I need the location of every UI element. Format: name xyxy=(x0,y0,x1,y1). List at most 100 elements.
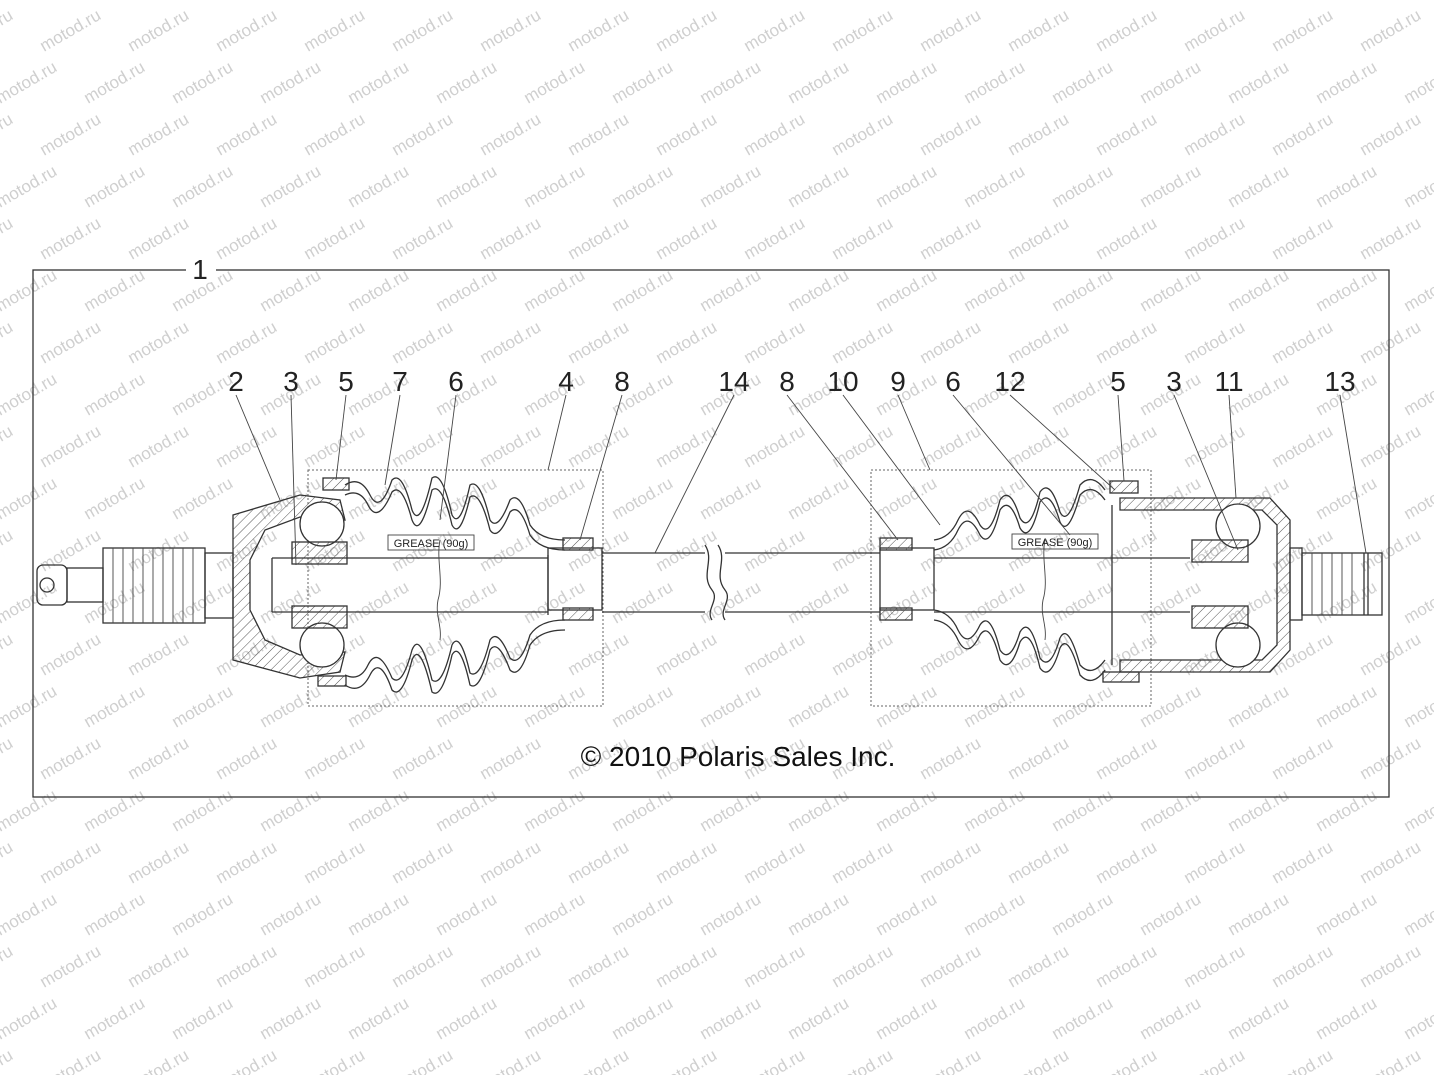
watermark-text: motod.ru xyxy=(829,5,897,55)
watermark-text: motod.ru xyxy=(785,681,853,731)
watermark-text: motod.ru xyxy=(477,5,545,55)
grease-label-box xyxy=(387,534,475,551)
watermark-text: motod.ru xyxy=(1093,941,1161,991)
watermark-text: motod.ru xyxy=(477,837,545,887)
watermark-text: motod.ru xyxy=(1005,213,1073,263)
watermark-text: motod.ru xyxy=(521,161,589,211)
watermark-text: motod.ru xyxy=(389,421,457,471)
watermark-text: motod.ru xyxy=(345,785,413,835)
watermark-text: motod.ru xyxy=(1181,317,1249,367)
boot-clamp xyxy=(317,675,347,687)
watermark-text: motod.ru xyxy=(1137,265,1205,315)
watermark-text: motod.ru xyxy=(477,1045,545,1075)
watermark-text: motod.ru xyxy=(213,5,281,55)
watermark-text: motod.ru xyxy=(1269,941,1337,991)
watermark-text: motod.ru xyxy=(1093,1045,1161,1075)
watermark-text: motod.ru xyxy=(917,5,985,55)
watermark-text: motod.ru xyxy=(521,993,589,1043)
watermark-text: motod.ru xyxy=(0,1045,16,1075)
watermark-text: motod.ru xyxy=(125,109,193,159)
watermark-text: motod.ru xyxy=(433,265,501,315)
watermark-text: motod.ru xyxy=(257,889,325,939)
watermark-text: motod.ru xyxy=(125,5,193,55)
watermark-text: motod.ru xyxy=(961,889,1029,939)
inner-race xyxy=(1191,539,1249,563)
watermark-text: motod.ru xyxy=(389,109,457,159)
watermark-text: motod.ru xyxy=(1049,577,1117,627)
watermark-text: motod.ru xyxy=(1005,1045,1073,1075)
watermark-text: motod.ru xyxy=(1313,473,1381,523)
watermark-text: motod.ru xyxy=(609,993,677,1043)
watermark-text: motod.ru xyxy=(609,577,677,627)
watermark-text: motod.ru xyxy=(81,681,149,731)
watermark-text: motod.ru xyxy=(1225,0,1293,3)
watermark-text: motod.ru xyxy=(81,785,149,835)
right-stub-shaft xyxy=(1289,547,1383,621)
watermark-text: motod.ru xyxy=(521,785,589,835)
watermark-text: motod.ru xyxy=(521,0,589,3)
watermark-text: motod.ru xyxy=(1225,681,1293,731)
watermark-text: motod.ru xyxy=(433,993,501,1043)
watermark-text: motod.ru xyxy=(873,369,941,419)
watermark-text: motod.ru xyxy=(1357,837,1425,887)
watermark-text: motod.ru xyxy=(0,265,60,315)
watermark-text: motod.ru xyxy=(961,577,1029,627)
inner-race xyxy=(1191,605,1249,629)
watermark-text: motod.ru xyxy=(653,5,721,55)
watermark-text: motod.ru xyxy=(697,57,765,107)
watermark-text: motod.ru xyxy=(169,161,237,211)
watermark-text: motod.ru xyxy=(1225,993,1293,1043)
watermark-text: motod.ru xyxy=(0,525,16,575)
watermark-text: motod.ru xyxy=(433,161,501,211)
watermark-text: motod.ru xyxy=(829,837,897,887)
watermark-text: motod.ru xyxy=(345,265,413,315)
watermark-text: motod.ru xyxy=(0,0,60,3)
boot-clamp xyxy=(1109,480,1139,494)
watermark-text: motod.ru xyxy=(785,265,853,315)
watermark-text: motod.ru xyxy=(213,941,281,991)
callout-11: 11 xyxy=(1214,366,1243,397)
watermark-text: motod.ru xyxy=(917,837,985,887)
watermark-text: motod.ru xyxy=(1005,109,1073,159)
callout-14: 14 xyxy=(718,366,749,397)
watermark-text: motod.ru xyxy=(917,1045,985,1075)
watermark-text: motod.ru xyxy=(873,889,941,939)
watermark-text: motod.ru xyxy=(81,0,149,3)
callout-12: 12 xyxy=(994,366,1025,397)
watermark-text: motod.ru xyxy=(1225,889,1293,939)
watermark-text: motod.ru xyxy=(169,577,237,627)
watermark-text: motod.ru xyxy=(829,109,897,159)
watermark-text: motod.ru xyxy=(961,993,1029,1043)
watermark-text: motod.ru xyxy=(1005,5,1073,55)
cv-ball xyxy=(299,622,345,668)
watermark-text: motod.ru xyxy=(741,837,809,887)
watermark-text: motod.ru xyxy=(0,57,60,107)
watermark-text: motod.ru xyxy=(0,577,60,627)
watermark-text: motod.ru xyxy=(37,109,105,159)
watermark-text: motod.ru xyxy=(521,369,589,419)
watermark-text: motod.ru xyxy=(961,785,1029,835)
inner-race xyxy=(291,605,348,629)
watermark-text: motod.ru xyxy=(81,265,149,315)
watermark-text: motod.ru xyxy=(917,941,985,991)
watermark-text: motod.ru xyxy=(1093,421,1161,471)
watermark-text: motod.ru xyxy=(1357,733,1425,783)
watermark-text: motod.ru xyxy=(389,525,457,575)
watermark-text: motod.ru xyxy=(301,317,369,367)
boot-clamp xyxy=(1102,671,1140,683)
watermark-text: motod.ru xyxy=(125,733,193,783)
watermark-text: motod.ru xyxy=(697,265,765,315)
watermark-text: motod.ru xyxy=(1093,109,1161,159)
watermark-text: motod.ru xyxy=(1049,57,1117,107)
callout-13: 13 xyxy=(1324,366,1355,397)
watermark-text: motod.ru xyxy=(125,525,193,575)
watermark-text: motod.ru xyxy=(961,161,1029,211)
watermark-text: motod.ru xyxy=(1137,993,1205,1043)
watermark-text: motod.ru xyxy=(213,317,281,367)
watermark-text: motod.ru xyxy=(741,941,809,991)
watermark-text: motod.ru xyxy=(1357,109,1425,159)
watermark-text: motod.ru xyxy=(0,733,16,783)
watermark-text: motod.ru xyxy=(741,629,809,679)
watermark-text: motod.ru xyxy=(653,1045,721,1075)
callout-10: 10 xyxy=(827,366,858,397)
